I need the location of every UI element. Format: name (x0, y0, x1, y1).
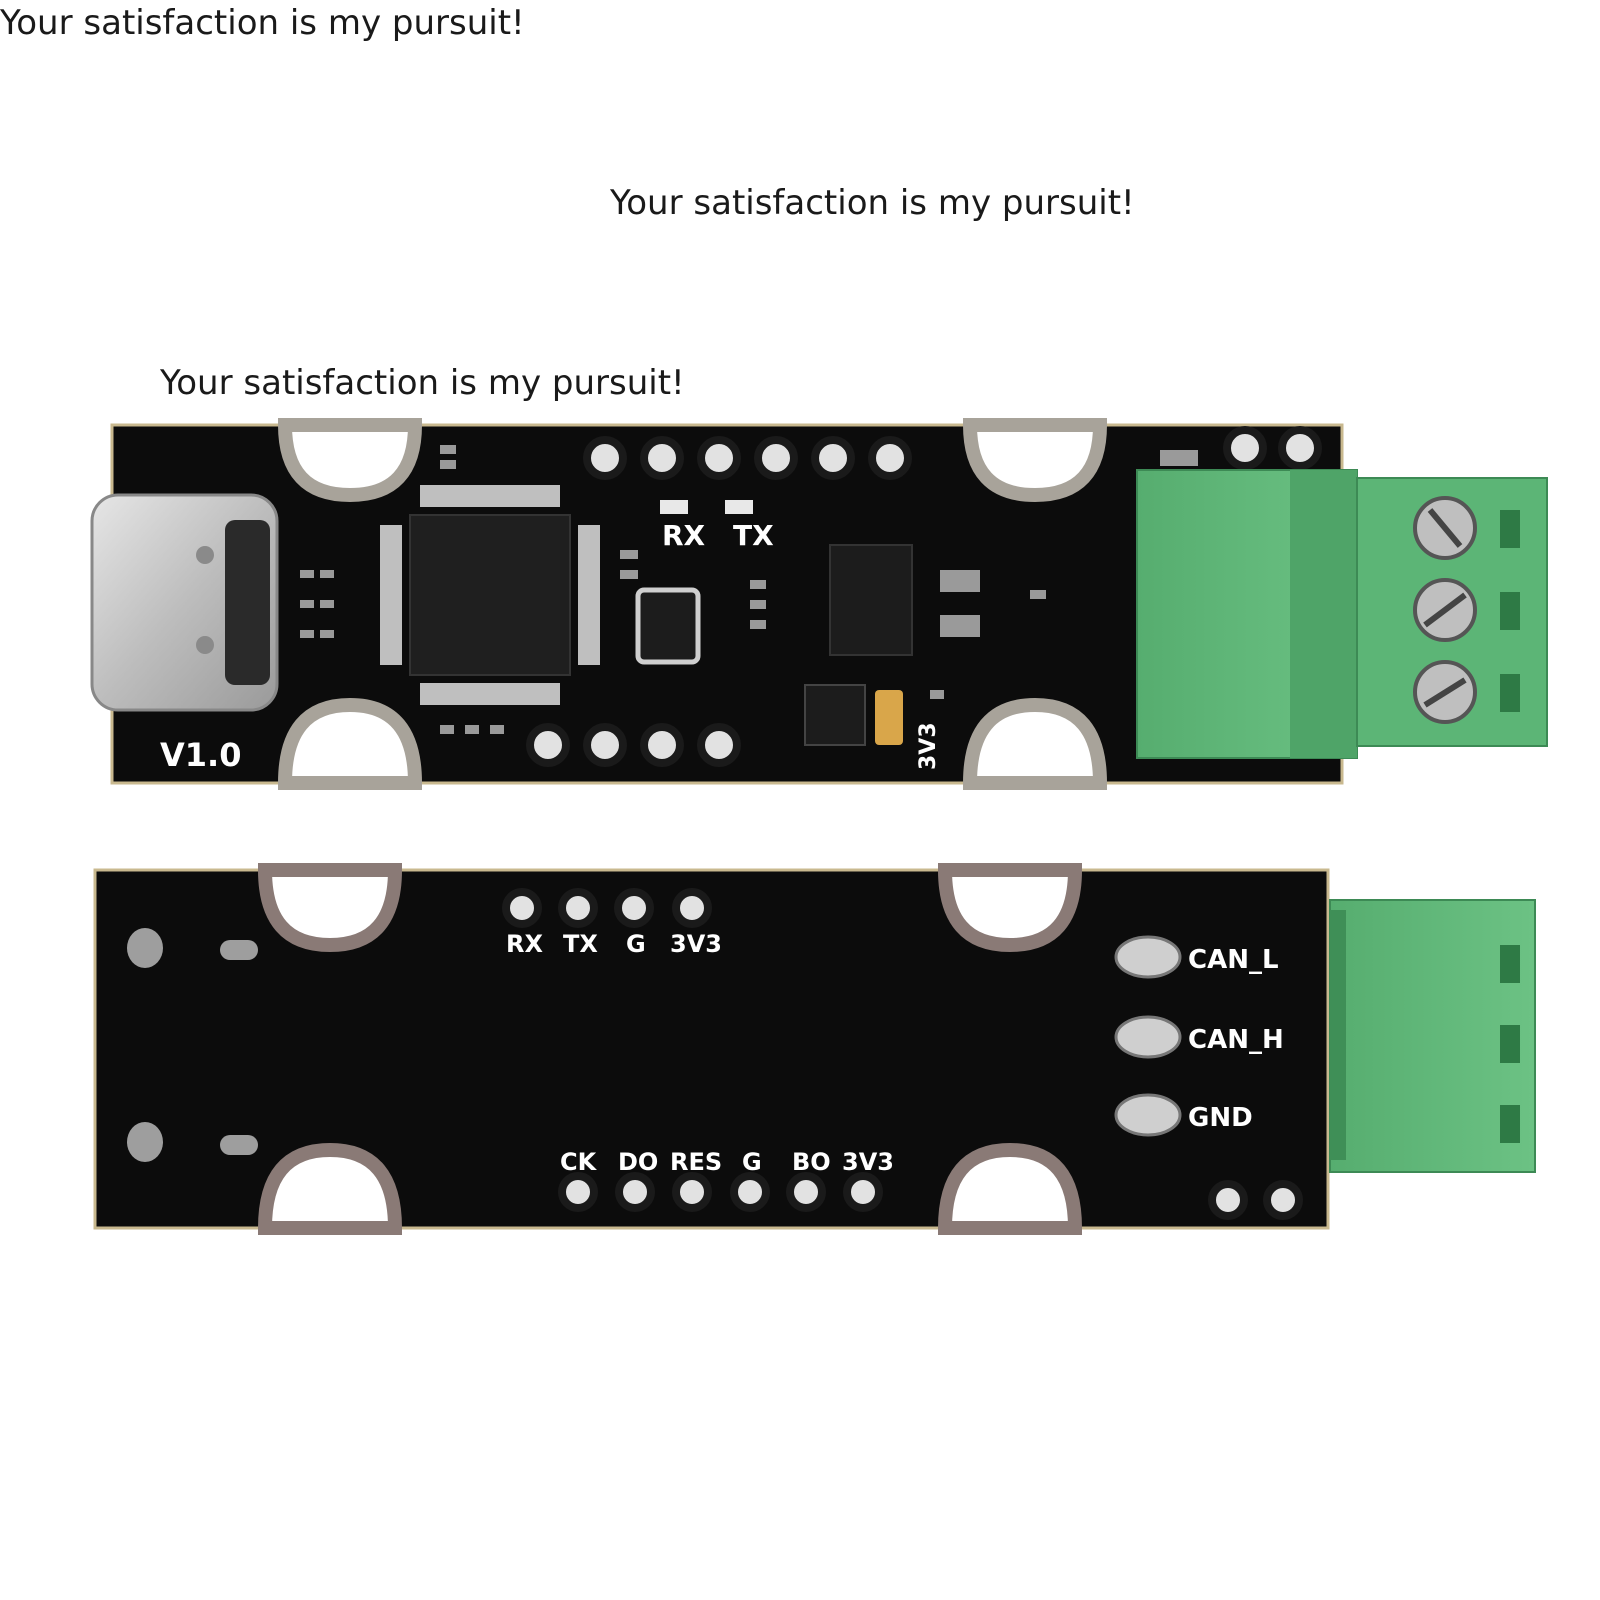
front-top-header-pads (583, 426, 1322, 480)
smd-passives (300, 445, 1198, 734)
back-3v3-label: 3V3 (670, 930, 722, 958)
front-board: V1.0 RX TX 3V3 (90, 418, 1548, 790)
back-board: RX TX G 3V3 CK DO RES G BO 3V3 CAN_L CAN… (93, 863, 1536, 1235)
voltage-regulator (804, 684, 866, 746)
front-terminal-screws (1413, 496, 1477, 724)
back-bottom-header-pads (558, 1172, 883, 1212)
led-tx (725, 500, 753, 514)
can-transceiver-chip (829, 544, 913, 656)
back-g-label: G (626, 930, 646, 958)
back-rx-label: RX (506, 930, 543, 958)
bo-label: BO (792, 1148, 831, 1176)
do-label: DO (618, 1148, 658, 1176)
version-label: V1.0 (160, 736, 241, 774)
watermark-center: Your satisfaction is my pursuit! (610, 183, 1135, 223)
front-terminal-slots (1500, 510, 1520, 712)
usb-shell-pads (127, 928, 258, 1162)
front-bottom-header-pads (526, 723, 741, 767)
back-bottom-3v3-label: 3V3 (842, 1148, 894, 1176)
back-terminal-block (1329, 899, 1536, 1173)
mcu-chip (380, 485, 600, 705)
can-solder-joints (1114, 935, 1182, 1137)
front-mount-cutouts (277, 418, 1108, 790)
crystal (635, 587, 701, 665)
rx-label: RX (662, 519, 706, 552)
ck-label: CK (560, 1148, 598, 1176)
back-mount-cutouts (257, 863, 1083, 1235)
watermark-left: Your satisfaction is my pursuit! (160, 363, 685, 403)
led-rx (660, 500, 688, 514)
back-corner-pads (1208, 1180, 1303, 1220)
tx-label: TX (733, 519, 774, 552)
res-label: RES (670, 1148, 722, 1176)
back-tx-label: TX (563, 930, 598, 958)
gnd-label: GND (1188, 1103, 1253, 1133)
can-l-label: CAN_L (1188, 945, 1279, 975)
usb-c-connector (90, 493, 279, 712)
back-top-header-pads (502, 888, 712, 928)
front-terminal-block (1136, 469, 1548, 759)
back-bottom-g-label: G (742, 1148, 762, 1176)
can-h-label: CAN_H (1188, 1025, 1284, 1055)
power-label: 3V3 (916, 722, 941, 770)
back-terminal-slots (1500, 945, 1520, 1143)
tantalum-capacitor (875, 690, 903, 745)
watermark-top-left: Your satisfaction is my pursuit! (0, 3, 525, 43)
